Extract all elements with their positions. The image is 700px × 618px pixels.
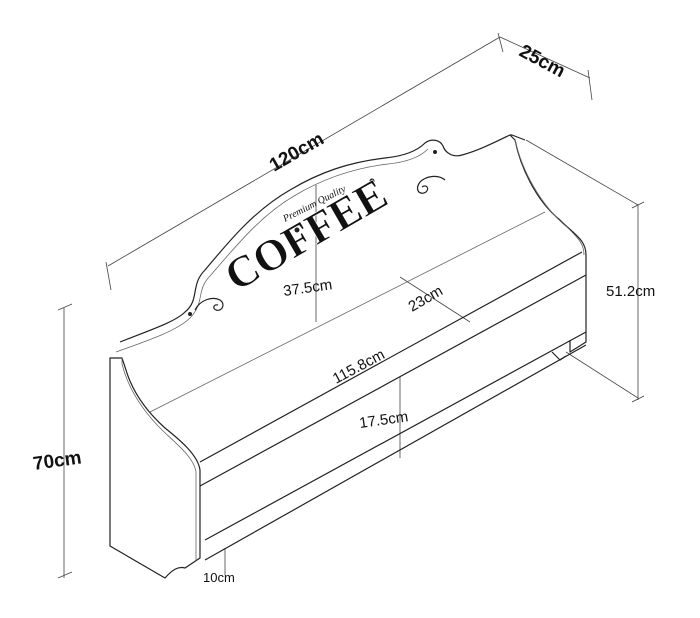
width-label: 120cm xyxy=(266,129,328,177)
height-label: 70cm xyxy=(32,447,83,475)
shelf-width-label: 115.8cm xyxy=(330,346,388,387)
sign-dot-icon xyxy=(294,227,300,233)
arch-height-label: 37.5cm xyxy=(282,276,333,300)
flourish-left-icon xyxy=(194,297,224,311)
upper-shelf xyxy=(199,251,587,487)
foot-height-label: 10cm xyxy=(203,570,235,585)
flourish-dot-right-icon xyxy=(433,150,437,154)
right-side-panel xyxy=(509,134,587,353)
width-tick-right xyxy=(497,32,504,53)
back-height-tick-bottom xyxy=(631,395,645,403)
height-tick-top xyxy=(57,303,73,311)
left-side-panel-front-edge xyxy=(121,358,197,560)
dimension-guides xyxy=(57,32,645,579)
flourish-right-icon xyxy=(416,175,446,194)
foot-right xyxy=(551,351,567,361)
depth-tick-right xyxy=(587,69,593,101)
coffee-shelf xyxy=(109,134,587,579)
back-height-label: 51.2cm xyxy=(606,283,655,300)
back-height-extension xyxy=(525,139,639,206)
width-tick-left xyxy=(105,261,112,291)
right-side-inner xyxy=(514,139,585,256)
height-tick-bottom xyxy=(57,571,73,579)
depth-dimension-line xyxy=(499,36,591,79)
dimension-labels: 25cm 120cm 70cm 51.2cm 37.5cm 23cm 115.8… xyxy=(32,41,655,585)
sign-dot-icon xyxy=(333,205,337,209)
lower-shelf xyxy=(204,331,587,561)
shelf-gap-label: 17.5cm xyxy=(358,408,409,432)
sign-dot-icon xyxy=(369,178,375,184)
width-dimension-line xyxy=(107,36,501,267)
shelf-depth-label: 23cm xyxy=(406,282,446,315)
back-panel-edge xyxy=(115,148,429,353)
flourish-dot-left-icon xyxy=(188,312,192,316)
back-panel xyxy=(119,134,526,343)
back-height-tick-top xyxy=(631,201,645,209)
shelf-depth-dimension-line xyxy=(399,276,471,323)
left-side-panel xyxy=(109,357,201,579)
back-height-extension-bottom xyxy=(565,351,639,399)
depth-label: 25cm xyxy=(516,41,569,82)
upper-shelf-back-line xyxy=(149,211,546,413)
